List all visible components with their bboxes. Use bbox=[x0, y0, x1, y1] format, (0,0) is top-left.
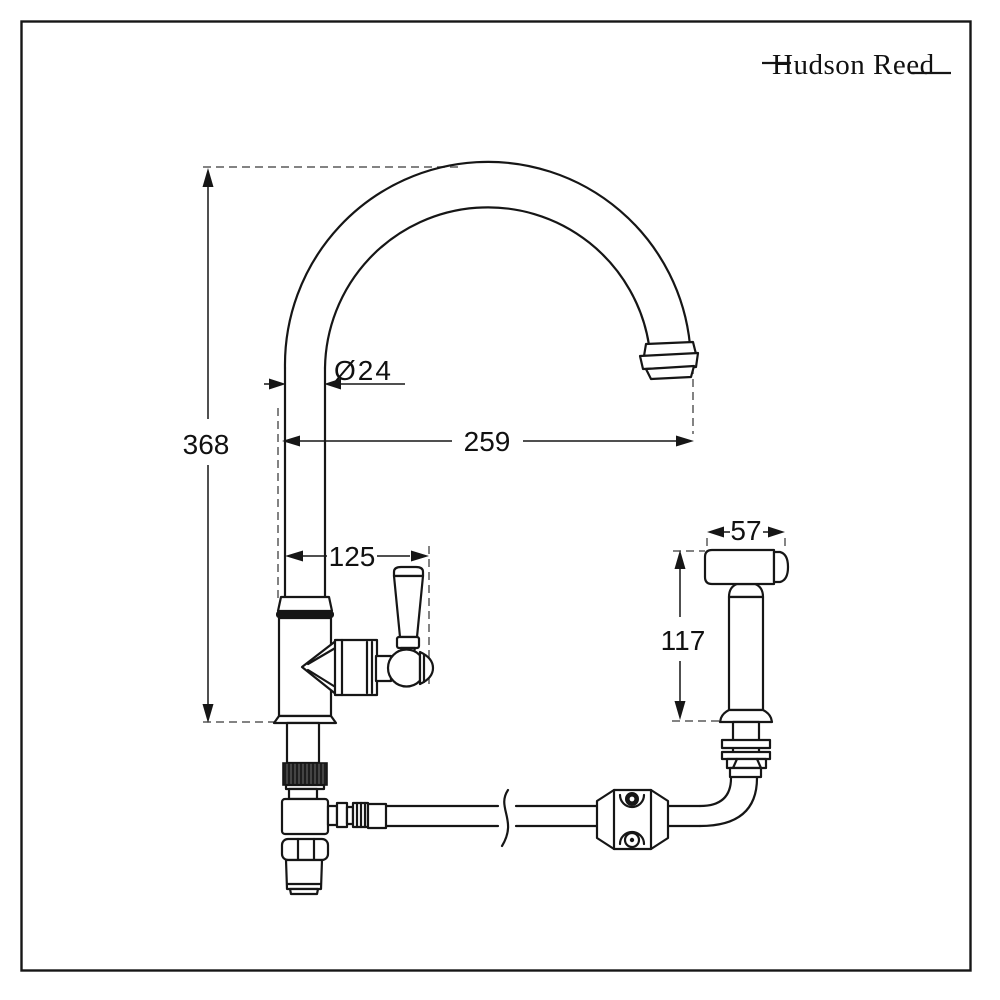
dim-label-offset: 125 bbox=[329, 541, 376, 572]
spout-nozzle bbox=[638, 340, 700, 381]
dim-overall-height: 368 bbox=[183, 166, 460, 723]
sprayer-shoulder bbox=[727, 582, 765, 599]
sprayer-head-cap bbox=[772, 550, 790, 584]
sprayer-hex bbox=[725, 757, 768, 770]
dim-label-head-width: 57 bbox=[730, 515, 761, 546]
body-tail-pipe bbox=[285, 721, 321, 765]
sprayer-collar bbox=[728, 766, 763, 779]
sprayer bbox=[703, 548, 790, 779]
hose-break bbox=[500, 788, 510, 848]
dim-spout-diameter: Ø24 bbox=[264, 355, 405, 390]
dim-sprayer-width: 57 bbox=[706, 515, 786, 549]
lower-pipe bbox=[287, 787, 319, 801]
dim-sprayer-height: 117 bbox=[661, 550, 721, 722]
dim-handle-offset: 125 bbox=[277, 408, 430, 688]
threaded-tail bbox=[284, 858, 324, 896]
spout-arch bbox=[283, 160, 692, 600]
knurled-nut bbox=[282, 762, 328, 786]
brand-name: Hudson Reed bbox=[772, 49, 935, 81]
valve-block bbox=[280, 797, 330, 836]
hose-coupling bbox=[595, 788, 670, 851]
dim-label-diameter: Ø24 bbox=[334, 355, 393, 386]
sprayer-flange bbox=[718, 708, 774, 724]
lever-cap bbox=[392, 565, 425, 578]
dim-label-sprayer-height: 117 bbox=[661, 625, 706, 656]
border-frame bbox=[20, 20, 972, 972]
lever-handle bbox=[386, 565, 435, 688]
dim-spout-reach: 259 bbox=[282, 366, 694, 457]
flex-hose bbox=[384, 788, 702, 848]
sprayer-head bbox=[703, 548, 776, 586]
body-oring bbox=[276, 611, 334, 618]
body-base-flange bbox=[272, 714, 338, 725]
valve-bonnet bbox=[300, 638, 393, 697]
hex-nut bbox=[280, 837, 330, 862]
brand-logo: Hudson Reed bbox=[762, 49, 951, 81]
sprayer-washer-1 bbox=[720, 738, 772, 750]
dim-label-reach: 259 bbox=[464, 426, 511, 457]
lever-collar bbox=[395, 635, 421, 650]
dim-label-height: 368 bbox=[183, 429, 230, 460]
lever-shaft bbox=[392, 574, 425, 639]
sprayer-body bbox=[727, 595, 765, 712]
body-top-collar bbox=[276, 595, 334, 613]
supply-fitting bbox=[326, 801, 388, 830]
